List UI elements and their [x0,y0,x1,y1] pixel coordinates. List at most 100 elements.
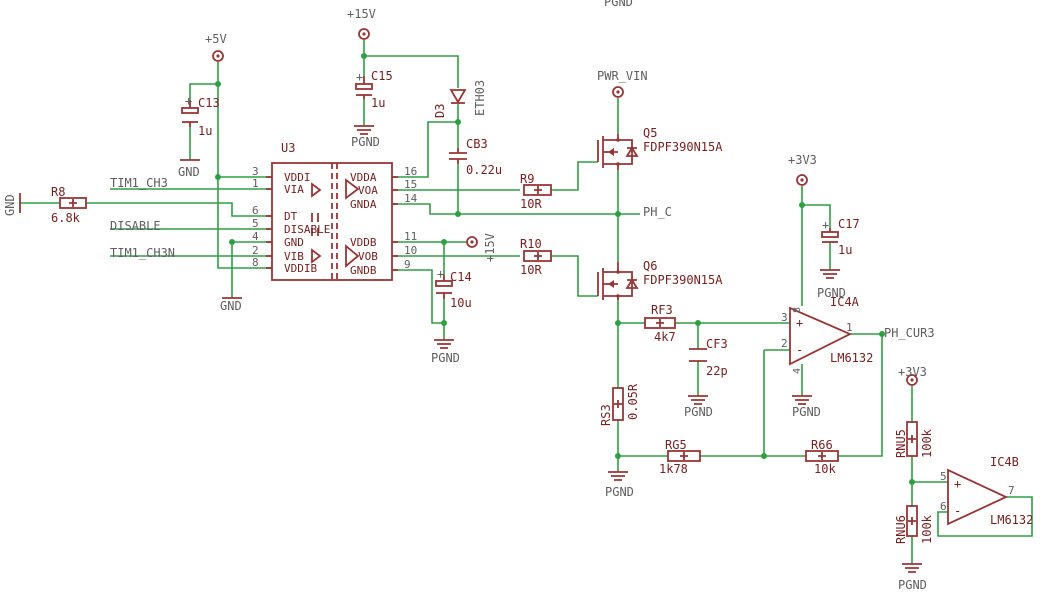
u3-pin-number: 1 [252,177,259,190]
q6-ref: Q6 [643,259,657,273]
net-label-disable: DISABLE [110,219,161,233]
pgnd-c15: PGND [351,125,380,149]
u3-pin-name: VDDI [284,171,311,184]
junction [909,479,915,485]
net-label-3v3-b: +3V3 [898,365,927,379]
junction [615,320,621,326]
capacitor-c14: + C14 10u [435,267,472,310]
c17-value: 1u [838,243,852,257]
junction [441,239,447,245]
u3-pin-name: GNDA [350,198,377,211]
u3-pin-number: 2 [252,244,259,257]
u3-pin-number: 14 [404,192,418,205]
c17-ref: C17 [838,217,860,231]
u3-pin-number: 16 [404,165,417,178]
r9-ref: R9 [520,172,534,186]
u3-pin-name: VIB [284,250,304,263]
net-label-5v: +5V [205,32,227,46]
rg5-ref: RG5 [665,438,687,452]
q5-ref: Q5 [643,126,657,140]
resistor-rs3: RS3 0.05R [599,383,640,426]
c13-value: 1u [198,124,212,138]
net-label-top-cut: PGND [604,0,633,9]
net-label-15v-mid: +15V [483,233,497,262]
junction [879,331,885,337]
ic4a-ref: IC4A [830,295,860,309]
opamp-pin-number: 3 [781,311,788,324]
u3-pin-number: 8 [252,256,259,269]
u3-pin-number: 3 [252,165,259,178]
rf3-value: 4k7 [654,330,676,344]
cb3-ref: CB3 [466,137,488,151]
junction [615,211,621,217]
u3-pin-name: VDDA [350,171,377,184]
u3-pin-name: DISABLE [284,223,330,236]
gnd-c13: GND [178,159,200,179]
u3-pin-number: 15 [404,178,417,191]
opamp-pin-number: 2 [781,337,788,350]
resistor-rnu5: RNU5 100k [894,421,934,458]
r8-value: 6.8k [51,211,81,225]
q6-value: FDPF390N15A [643,273,723,287]
net-label-pwr-vin: PWR_VIN [597,69,648,83]
rnu6-ref: RNU6 [894,515,908,544]
minus-sign: - [954,504,961,518]
net-label-3v3-a: +3V3 [788,153,817,167]
rnu5-ref: RNU5 [894,429,908,458]
u3-pin-number: 11 [404,230,417,243]
resistor-r8: R8 6.8k [51,185,87,225]
plus-sign: + [796,316,803,330]
junction [695,320,701,326]
c15-ref: C15 [371,69,393,83]
polarity-mark: + [822,218,829,232]
u3-pin-number: 5 [252,217,259,230]
u3-pin-name: DT [284,210,298,223]
mosfet-q5: Q5 FDPF390N15A [597,126,723,170]
resistor-rnu6: RNU6 100k [894,505,934,544]
opamp-pin-number: 7 [1008,484,1015,497]
opamp-ic4b: + - 5 6 7 IC4B LM6132 [940,455,1033,527]
power-3v3-a: +3V3 [788,153,817,186]
pgnd-label: PGND [684,405,713,419]
polarity-mark: + [185,94,192,108]
junctions [215,53,915,485]
c13-ref: C13 [198,96,220,110]
pgnd-c14: PGND [431,339,460,365]
u3-pin-number: 4 [252,230,259,243]
junction [799,202,805,208]
q5-value: FDPF390N15A [643,140,723,154]
ic4b-ref: IC4B [990,455,1019,469]
capacitor-c13: + C13 1u [181,94,220,138]
junction [229,239,235,245]
gnd-label: GND [3,194,17,216]
resistor-r66: R66 10k [805,438,839,476]
junction [615,453,621,459]
opamp-pin-number: 8 [792,307,803,313]
net-label-ph-cur3: PH_CUR3 [884,326,935,340]
pgnd-c17: PGND [817,269,846,300]
resistor-rf3: RF3 4k7 [644,303,676,344]
junction [215,81,221,87]
junction [455,119,461,125]
cf3-value: 22p [706,364,728,378]
gnd-r8: GND [3,193,21,216]
pgnd-ic4a: PGND [792,395,821,419]
rnu6-value: 100k [920,514,934,544]
u3-pin-name: GNDB [350,264,377,277]
rs3-value: 0.05R [626,383,640,420]
power-15v-top: +15V [347,7,376,40]
u3-pin-name: VOA [358,184,378,197]
gnd-u3: GND [220,297,242,313]
u3-pin-name: VDDIB [284,262,317,275]
rs3-ref: RS3 [599,404,613,426]
r66-ref: R66 [811,438,833,452]
opamp-pin-number: 1 [846,321,853,334]
junction [215,174,221,180]
capacitor-cb3: CB3 0.22u [449,137,502,177]
ic4a-value: LM6132 [830,351,873,365]
minus-sign: - [796,343,803,357]
junction [441,320,447,326]
opamp-pin-number: 5 [940,470,947,483]
pgnd-label: PGND [817,286,846,300]
